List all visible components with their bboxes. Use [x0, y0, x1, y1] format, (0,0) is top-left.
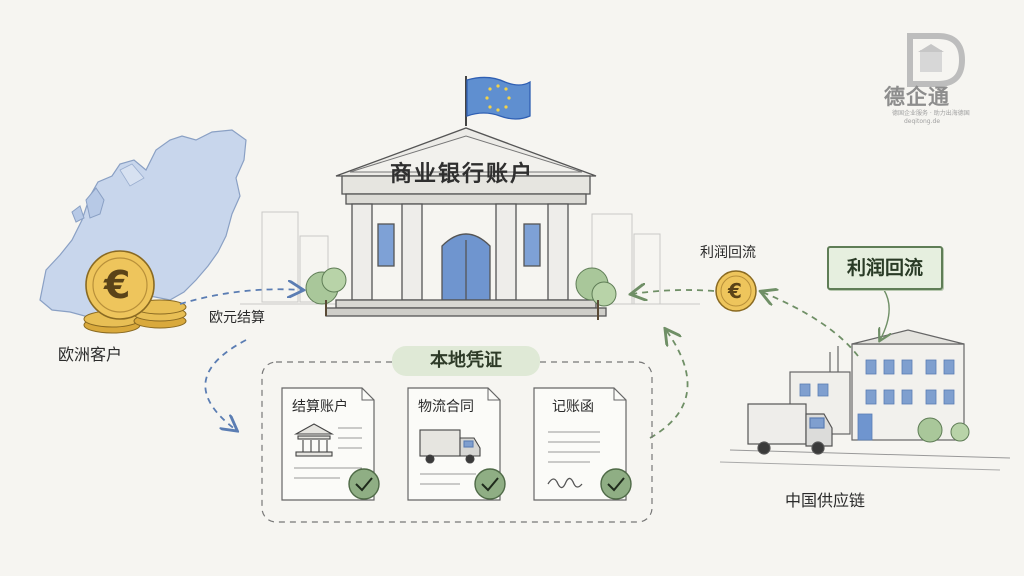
arrow-docs-to-bank: [650, 330, 688, 438]
check-icon: [349, 469, 379, 499]
eu-customer-label: 欧洲客户: [58, 347, 122, 363]
document-title: 物流合同: [418, 400, 474, 414]
supplier-label: 中国供应链: [785, 493, 865, 509]
euro-symbol-large: €: [104, 266, 130, 304]
local-vouchers-title: 本地凭证: [392, 346, 540, 376]
document-title: 记账函: [552, 400, 594, 414]
profit-return-label: 利润回流: [700, 246, 756, 260]
euro-symbol-small: €: [728, 281, 742, 301]
arrow-label-to-factory: [880, 290, 889, 340]
logo-letter: D: [920, 36, 921, 37]
brand-logo: [910, 36, 962, 84]
arrow-factory-to-coin: [762, 292, 858, 356]
arrow-coin-to-bank: [632, 290, 714, 294]
check-icon: [475, 469, 505, 499]
bank-title: 商业银行账户: [390, 164, 534, 186]
check-icon: [601, 469, 631, 499]
eur-settlement-label: 欧元结算: [209, 311, 265, 325]
bank-building-icon: [326, 76, 606, 316]
brand-name: 德企通: [884, 87, 950, 108]
profit-return-box: 利润回流: [827, 246, 943, 290]
document-title: 结算账户: [292, 400, 348, 414]
brand-url: deqitong.de: [904, 119, 940, 125]
brand-tagline: 德国企业服务 · 助力出海德国: [892, 111, 970, 117]
arrow-eur-to-docs: [205, 340, 246, 430]
